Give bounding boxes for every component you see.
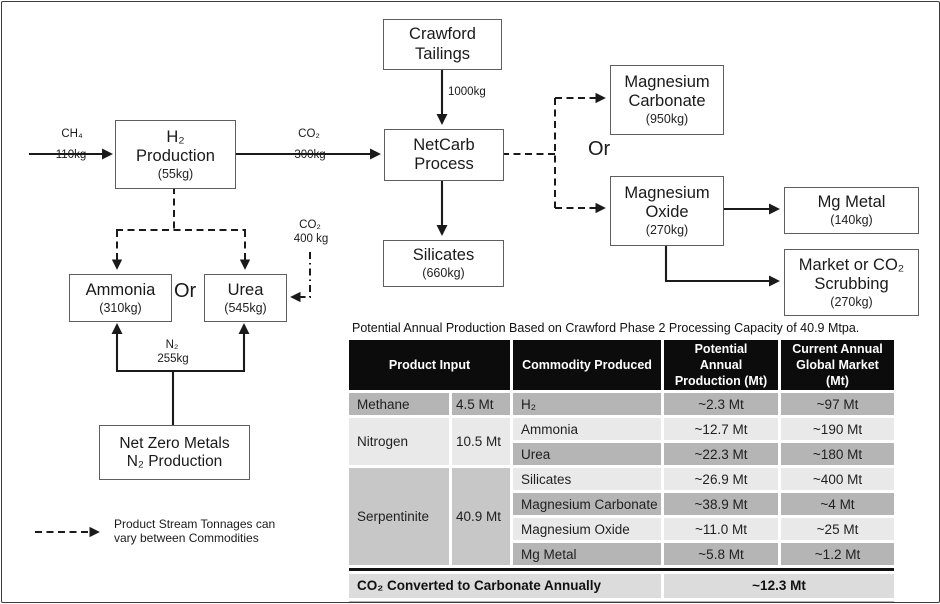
cell-market: ~97 Mt — [781, 393, 894, 415]
table-title: Potential Annual Production Based on Cra… — [352, 321, 860, 335]
cell-commodity: Mg Metal — [513, 543, 661, 565]
line-n2-manifold — [116, 369, 245, 425]
cell-market: ~400 Mt — [781, 468, 894, 490]
node-label: Ammonia — [85, 280, 156, 299]
label-co2-300-kg: 300kg — [294, 149, 326, 161]
label-tailings-kg: 1000kg — [448, 86, 486, 98]
dashed-netcarb-stem — [502, 98, 556, 208]
node-ammonia: Ammonia (310kg) — [69, 274, 172, 322]
cell-potential: ~26.9 Mt — [664, 468, 778, 490]
node-market-co2-scrubbing: Market or CO₂ Scrubbing (270kg) — [784, 249, 919, 316]
legend-text: Product Stream Tonnages can vary between… — [114, 517, 276, 545]
col-header-potential-annual-production: Potential Annual Production (Mt) — [664, 340, 778, 390]
label-or-left: Or — [174, 280, 197, 302]
node-silicates: Silicates (660kg) — [383, 240, 504, 287]
node-quantity: (270kg) — [645, 223, 689, 238]
node-quantity: (660kg) — [422, 266, 465, 281]
node-netcarb-process: NetCarb Process — [384, 129, 504, 181]
cell-potential: ~2.3 Mt — [664, 393, 778, 415]
cell-input-serpentinite-amount: 40.9 Mt — [452, 468, 510, 565]
node-label: NetCarb — [413, 135, 475, 154]
table-footer-divider — [349, 568, 894, 571]
cell-market: ~190 Mt — [781, 418, 894, 440]
cell-input-nitrogen-amount: 10.5 Mt — [452, 418, 510, 465]
node-label: Silicates — [412, 246, 475, 265]
node-magnesium-carbonate: Magnesium Carbonate (950kg) — [610, 65, 724, 135]
table-bottom-rule — [349, 601, 894, 602]
cell-commodity: Silicates — [513, 468, 661, 490]
label-or-right: Or — [588, 138, 611, 160]
label-ch4: CH₄ — [61, 128, 83, 140]
cell-market: ~25 Mt — [781, 518, 894, 540]
node-label: Magnesium — [624, 184, 710, 203]
node-label: Crawford — [409, 25, 476, 44]
cell-commodity: Ammonia — [513, 418, 661, 440]
label-co2-300: CO₂ — [298, 128, 320, 140]
cell-input-nitrogen: Nitrogen — [349, 418, 449, 465]
node-magnesium-oxide: Magnesium Oxide (270kg) — [610, 176, 724, 246]
label-ch4-kg: 110kg — [55, 149, 87, 161]
label-co2-400-kg: 400 kg — [293, 233, 329, 245]
label-n2: N₂ — [165, 339, 179, 351]
legend-line-2: vary between Commodities — [114, 530, 259, 545]
label-n2-kg: 255kg — [157, 353, 189, 365]
node-quantity: (140kg) — [830, 213, 873, 228]
node-label: Carbonate — [628, 92, 706, 111]
dashed-h2-stem — [116, 187, 246, 231]
node-label: Production — [136, 146, 215, 165]
node-label: Scrubbing — [814, 274, 889, 293]
production-table: Product Input Commodity Produced Potenti… — [349, 340, 894, 598]
node-label: Urea — [227, 280, 264, 299]
node-quantity: (950kg) — [645, 112, 689, 127]
node-h2-production: H₂ Production (55kg) — [115, 120, 236, 189]
footer-value-co2-converted: ~12.3 Mt — [664, 573, 894, 598]
node-label: Oxide — [645, 203, 689, 222]
node-label: Process — [414, 155, 474, 173]
node-label: Tailings — [414, 44, 471, 63]
node-label: H₂ — [166, 127, 185, 146]
cell-commodity: Magnesium Oxide — [513, 518, 661, 540]
col-header-commodity-produced: Commodity Produced — [513, 340, 661, 390]
cell-potential: ~38.9 Mt — [664, 493, 778, 515]
cell-potential: ~11.0 Mt — [664, 518, 778, 540]
arrow-mgoxide-to-market — [664, 244, 780, 287]
col-header-current-global-market: Current Annual Global Market (Mt) — [781, 340, 894, 390]
legend-line-1: Product Stream Tonnages can — [114, 517, 276, 531]
node-net-zero-metals: Net Zero Metals N₂ Production — [99, 425, 250, 480]
node-quantity: (55kg) — [157, 166, 194, 181]
cell-input-serpentinite: Serpentinite — [349, 468, 449, 565]
dashdot-arrow-co2-to-urea — [290, 252, 311, 303]
node-label: Mg Metal — [817, 193, 886, 212]
node-quantity: (545kg) — [224, 300, 267, 315]
cell-commodity: Urea — [513, 443, 661, 465]
cell-input-methane: Methane — [349, 393, 449, 415]
node-mg-metal: Mg Metal (140kg) — [784, 187, 919, 234]
node-quantity: (270kg) — [830, 294, 873, 309]
cell-potential: ~5.8 Mt — [664, 543, 778, 565]
node-crawford-tailings: Crawford Tailings — [383, 19, 502, 70]
cell-potential: ~22.3 Mt — [664, 443, 778, 465]
cell-commodity: Magnesium Carbonate — [513, 493, 661, 515]
node-label: Net Zero Metals — [119, 434, 230, 452]
node-label: Magnesium — [624, 73, 710, 92]
node-urea: Urea (545kg) — [204, 274, 287, 322]
cell-market: ~180 Mt — [781, 443, 894, 465]
cell-input-methane-amount: 4.5 Mt — [452, 393, 510, 415]
label-co2-400: CO₂ — [299, 219, 321, 231]
cell-commodity: H₂ — [513, 393, 661, 415]
node-quantity: (310kg) — [99, 300, 142, 315]
node-label: Market or CO₂ — [798, 255, 905, 274]
cell-potential: ~12.7 Mt — [664, 418, 778, 440]
col-header-product-input: Product Input — [349, 340, 510, 390]
footer-label-co2-converted: CO₂ Converted to Carbonate Annually — [349, 573, 661, 598]
cell-market: ~1.2 Mt — [781, 543, 894, 565]
cell-market: ~4 Mt — [781, 493, 894, 515]
node-label: N₂ Production — [126, 452, 223, 470]
